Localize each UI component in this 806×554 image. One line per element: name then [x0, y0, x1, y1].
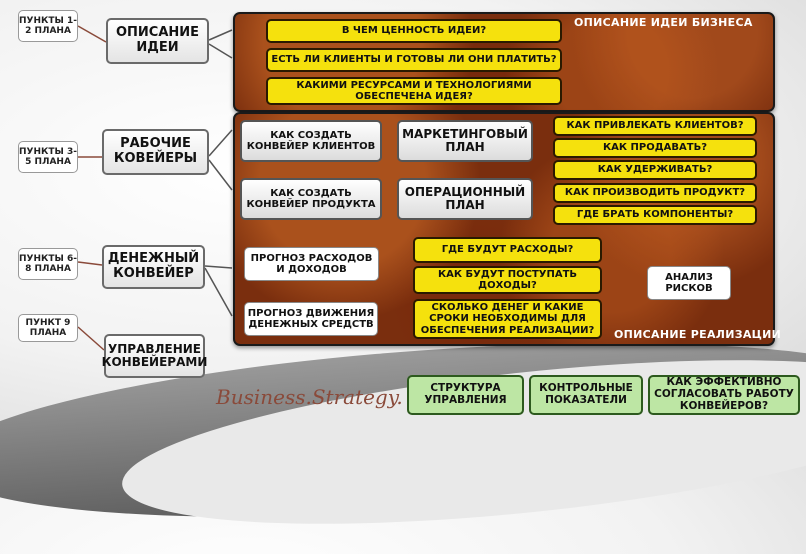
point-9-label: ПУНКТ 9 ПЛАНА: [18, 314, 78, 342]
business-idea-panel-title: ОПИСАНИЕ ИДЕИ БИЗНЕСА: [574, 16, 753, 29]
management-structure-box: СТРУКТУРА УПРАВЛЕНИЯ: [407, 375, 524, 415]
retain-question: КАК УДЕРЖИВАТЬ?: [553, 160, 757, 180]
clients-question: ЕСТЬ ЛИ КЛИЕНТЫ И ГОТОВЫ ЛИ ОНИ ПЛАТИТЬ?: [266, 48, 562, 72]
brand-signature: Business.Strategy.: [216, 385, 403, 409]
implementation-panel-title: ОПИСАНИЕ РЕАЛИЗАЦИИ: [614, 328, 782, 341]
expenses-question: ГДЕ БУДУТ РАСХОДЫ?: [413, 237, 602, 263]
product-conveyor-box: КАК СОЗДАТЬ КОНВЕЙЕР ПРОДУКТА: [240, 178, 382, 220]
idea-description-section: ОПИСАНИЕ ИДЕИ: [106, 18, 209, 64]
conveyor-management-section: УПРАВЛЕНИЕ КОНВЕЙЕРАМИ: [102, 334, 207, 378]
working-conveyors-section: РАБОЧИЕ КОВЕЙЕРЫ: [102, 129, 209, 175]
marketing-plan-box: МАРКЕТИНГОВЫЙ ПЛАН: [397, 120, 533, 162]
points-3-5-label: ПУНКТЫ 3-5 ПЛАНА: [18, 141, 78, 173]
produce-question: КАК ПРОИЗВОДИТЬ ПРОДУКТ?: [553, 183, 757, 203]
components-question: ГДЕ БРАТЬ КОМПОНЕНТЫ?: [553, 205, 757, 225]
points-1-2-label: ПУНКТЫ 1-2 ПЛАНА: [18, 10, 78, 42]
operational-plan-box: ОПЕРАЦИОННЫЙ ПЛАН: [397, 178, 533, 220]
funding-question: СКОЛЬКО ДЕНЕГ И КАКИЕ СРОКИ НЕОБХОДИМЫ Д…: [413, 299, 602, 339]
income-question: КАК БУДУТ ПОСТУПАТЬ ДОХОДЫ?: [413, 266, 602, 294]
control-indicators-box: КОНТРОЛЬНЫЕ ПОКАЗАТЕЛИ: [529, 375, 643, 415]
client-conveyor-box: КАК СОЗДАТЬ КОНВЕЙЕР КЛИЕНТОВ: [240, 120, 382, 162]
points-6-8-label: ПУНКТЫ 6-8 ПЛАНА: [18, 248, 78, 280]
money-conveyor-section: ДЕНЕЖНЫЙ КОНВЕЙЕР: [102, 245, 205, 289]
cashflow-forecast-box: ПРОГНОЗ ДВИЖЕНИЯ ДЕНЕЖНЫХ СРЕДСТВ: [244, 302, 378, 336]
resources-question: КАКИМИ РЕСУРСАМИ И ТЕХНОЛОГИЯМИ ОБЕСПЕЧЕ…: [266, 77, 562, 105]
risk-analysis-box: АНАЛИЗ РИСКОВ: [647, 266, 731, 300]
idea-value-question: В ЧЕМ ЦЕННОСТЬ ИДЕИ?: [266, 19, 562, 43]
income-expense-forecast-box: ПРОГНОЗ РАСХОДОВ И ДОХОДОВ: [244, 247, 379, 281]
sell-question: КАК ПРОДАВАТЬ?: [553, 138, 757, 158]
attract-clients-question: КАК ПРИВЛЕКАТЬ КЛИЕНТОВ?: [553, 116, 757, 136]
coordinate-conveyors-box: КАК ЭФФЕКТИВНО СОГЛАСОВАТЬ РАБОТУ КОНВЕЙ…: [648, 375, 800, 415]
